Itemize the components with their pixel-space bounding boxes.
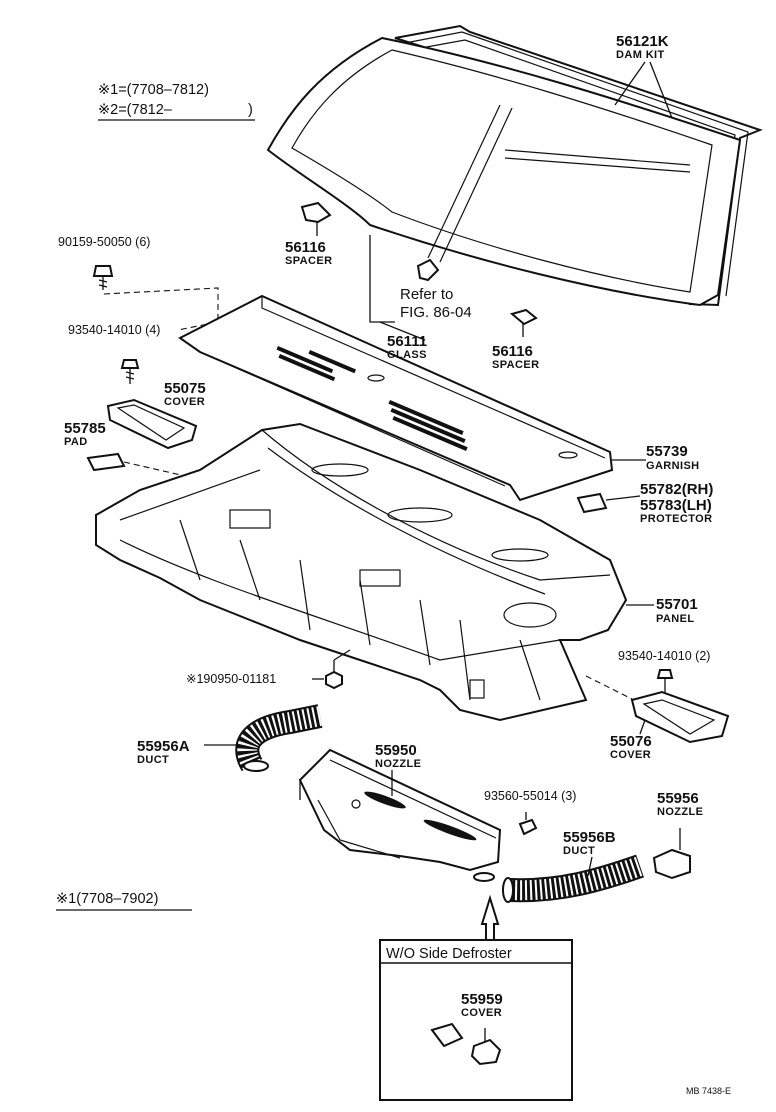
refer-line2: FIG. 86-04 bbox=[400, 304, 472, 321]
duct-right-name: DUCT bbox=[563, 845, 595, 857]
spacer-left-name: SPACER bbox=[285, 255, 332, 267]
pad-name: PAD bbox=[64, 436, 88, 448]
dam-kit-name: DAM KIT bbox=[616, 49, 665, 61]
duct-left-drawing bbox=[235, 704, 323, 772]
glass-leader-2 bbox=[379, 321, 426, 341]
garnish-drawing bbox=[178, 294, 614, 502]
screw-left-number: 93540-14010 (4) bbox=[68, 323, 160, 337]
duct-left-number: 55956A bbox=[137, 738, 190, 755]
protector-drawing bbox=[576, 492, 608, 514]
nozzle-right-name: NOZZLE bbox=[657, 806, 703, 818]
spacer-right-number: 56116 bbox=[492, 343, 533, 360]
spacer-left-drawing bbox=[300, 201, 332, 236]
dam-kit-number: 56121K bbox=[616, 33, 669, 50]
screw-left-drawing bbox=[120, 359, 140, 384]
clip-drawing bbox=[416, 258, 440, 282]
nut-number: ※190950-01181 bbox=[186, 672, 276, 686]
nozzle-right-drawing bbox=[652, 828, 691, 880]
cover-right-drawing bbox=[630, 690, 730, 744]
cover-inset-drawing bbox=[430, 1022, 502, 1066]
screw-top-number: 90159-50050 (6) bbox=[58, 235, 150, 249]
screw-right-drawing bbox=[656, 669, 674, 692]
note-mark2-close: ) bbox=[248, 102, 253, 118]
inset-title: W/O Side Defroster bbox=[386, 946, 512, 962]
garnish-name: GARNISH bbox=[646, 460, 700, 472]
glass-name: GLASS bbox=[387, 349, 427, 361]
refer-line1: Refer to bbox=[400, 286, 453, 303]
nut-leader bbox=[333, 649, 351, 661]
duct-right-number: 55956B bbox=[563, 829, 616, 846]
cover-inset-name: COVER bbox=[461, 1007, 502, 1019]
cover-inset-number: 55959 bbox=[461, 991, 503, 1008]
spacer-right-drawing bbox=[509, 308, 538, 337]
nozzle-right-number: 55956 bbox=[657, 790, 699, 807]
pad-drawing bbox=[86, 452, 126, 472]
windshield-glass-drawing bbox=[266, 36, 742, 307]
screw-nozzle-number: 93560-55014 (3) bbox=[484, 789, 576, 803]
cover-left-number: 55075 bbox=[164, 380, 206, 397]
nut-drawing bbox=[325, 660, 343, 690]
cover-left-name: COVER bbox=[164, 396, 205, 408]
spacer-left-number: 56116 bbox=[285, 239, 326, 256]
nozzle-center-drawing bbox=[298, 748, 502, 882]
nozzle-center-name: NOZZLE bbox=[375, 758, 421, 770]
nozzle-center-number: 55950 bbox=[375, 742, 417, 759]
cover-right-leader bbox=[639, 719, 646, 735]
cover-left-drawing bbox=[106, 398, 198, 450]
glass-number: 56111 bbox=[387, 333, 427, 350]
dam-kit-leader-2 bbox=[649, 61, 673, 119]
duct-right-drawing bbox=[502, 854, 644, 903]
protector-leader bbox=[605, 495, 641, 501]
screw-right-number: 93540-14010 (2) bbox=[618, 649, 710, 663]
note-mark1: ※1=(7708–7812) bbox=[98, 82, 209, 98]
note-mark2: ※2=(7812– bbox=[98, 102, 173, 118]
panel-name: PANEL bbox=[656, 613, 694, 625]
screw-nozzle-drawing bbox=[518, 812, 538, 836]
inset-box bbox=[379, 939, 573, 1101]
cover-right-name: COVER bbox=[610, 749, 651, 761]
inset-arrow bbox=[480, 894, 500, 941]
screw-top-drawing bbox=[92, 265, 114, 290]
cover-right-dash bbox=[585, 675, 635, 701]
glass-leader bbox=[369, 235, 395, 323]
protector-number-rh: 55782(RH) bbox=[640, 481, 713, 498]
duct-left-name: DUCT bbox=[137, 754, 169, 766]
cover-right-number: 55076 bbox=[610, 733, 652, 750]
panel-drawing bbox=[95, 422, 628, 722]
screw-top-dash bbox=[103, 287, 219, 331]
pad-number: 55785 bbox=[64, 420, 106, 437]
duct-right-leader bbox=[587, 856, 593, 877]
dam-kit-leader bbox=[614, 61, 646, 106]
figure-code: MB 7438-E bbox=[686, 1086, 731, 1096]
note-mark1-bottom: ※1(7708–7902) bbox=[56, 891, 158, 907]
spacer-right-name: SPACER bbox=[492, 359, 539, 371]
protector-name: PROTECTOR bbox=[640, 513, 712, 525]
protector-number-lh: 55783(LH) bbox=[640, 497, 712, 514]
garnish-number: 55739 bbox=[646, 443, 688, 460]
panel-number: 55701 bbox=[656, 596, 698, 613]
